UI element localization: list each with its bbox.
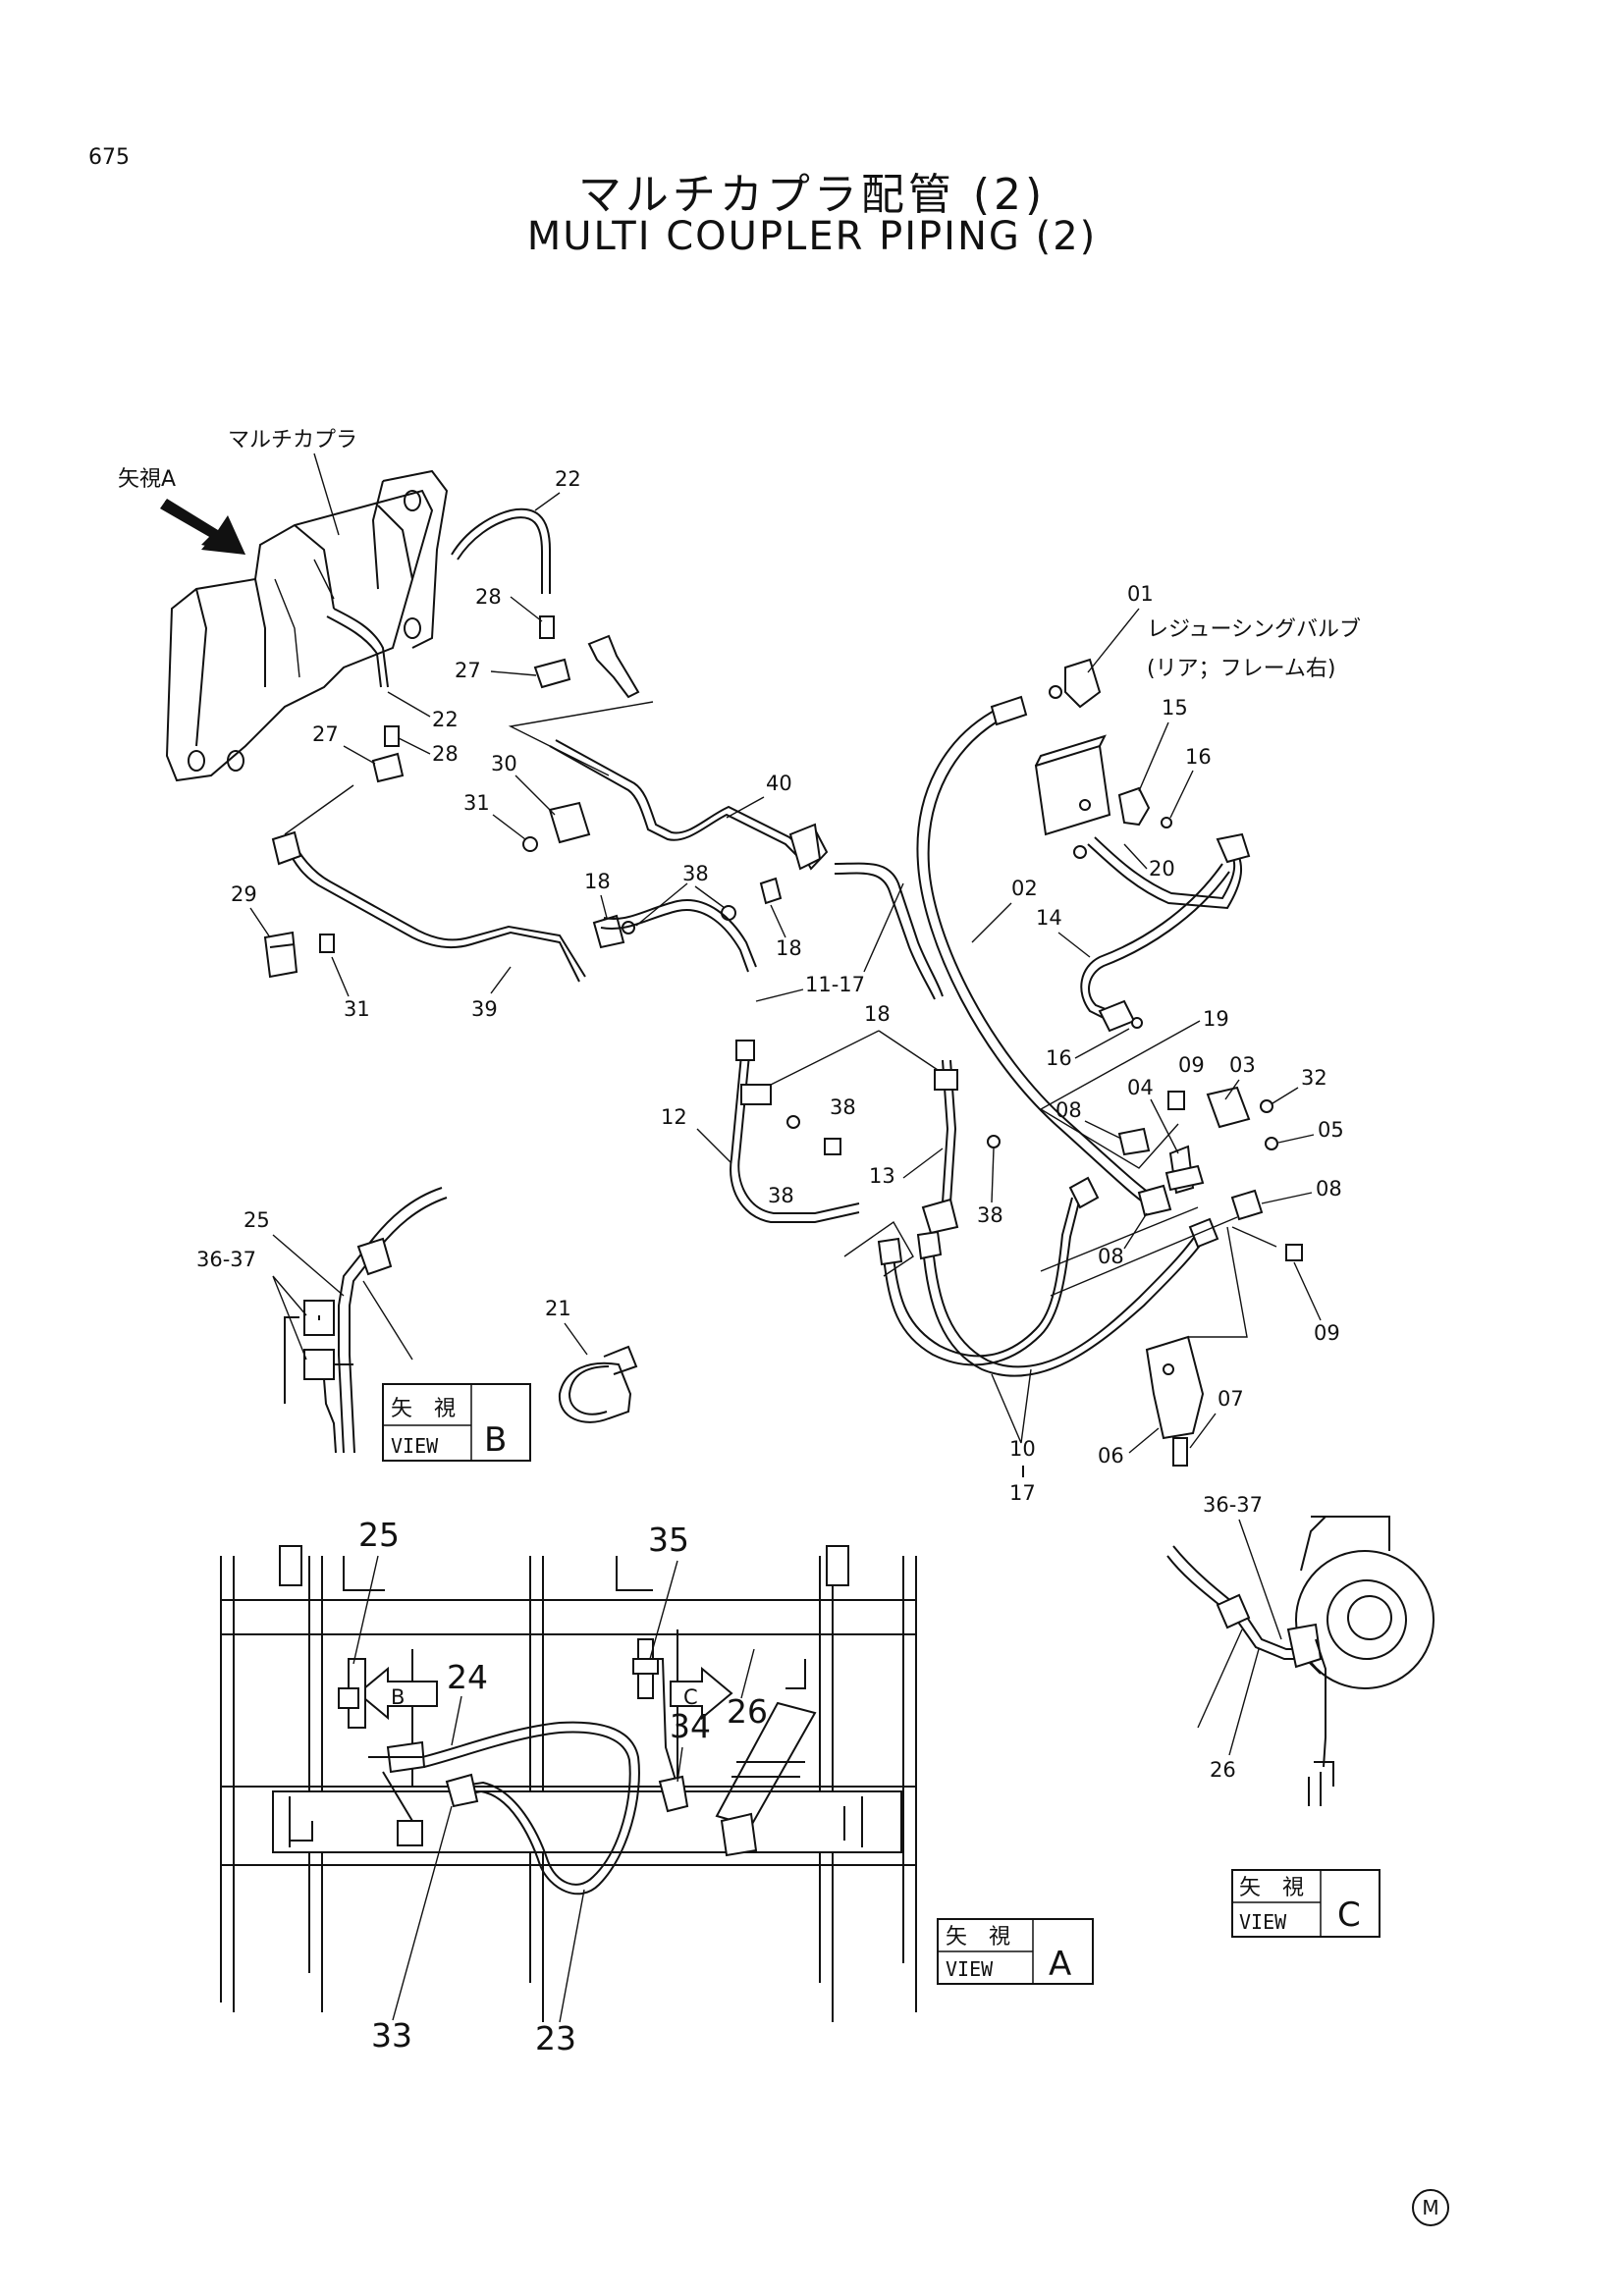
svg-text:B: B (484, 1420, 507, 1460)
callout-04: 04 (1127, 1076, 1154, 1099)
view-b-callout-25: 25 (244, 1208, 270, 1232)
svg-text:VIEW: VIEW (391, 1434, 439, 1458)
callout-18-center: 18 (864, 1002, 891, 1026)
callout-38-b: 38 (830, 1095, 856, 1119)
svg-text:VIEW: VIEW (1239, 1910, 1287, 1934)
callout-32: 32 (1301, 1066, 1327, 1090)
callout-09-top: 09 (1178, 1053, 1205, 1077)
callout-18-right: 18 (776, 936, 802, 960)
callout-14: 14 (1036, 906, 1062, 930)
reducing-valve-group: 02 01 レジューシングバルブ (リア；フレーム右) 15 16 20 14 … (916, 582, 1361, 1213)
svg-text:A: A (1049, 1945, 1071, 1984)
callout-15: 15 (1162, 696, 1188, 720)
view-a-arrow-c-label: C (683, 1685, 698, 1709)
view-a-callout-35: 35 (648, 1521, 689, 1559)
pipe-run-39-40: 39 40 29 31 30 31 18 38 18 (231, 701, 829, 1021)
hoses-11-17: 11-17 18 12 13 38 38 38 (600, 862, 1003, 1277)
view-a-callout-33: 33 (371, 2016, 412, 2055)
callout-16-top: 16 (1185, 745, 1212, 769)
multi-coupler-assembly: 矢視A マルチカプラ 22 22 28 27 28 27 (118, 428, 640, 783)
callout-29: 29 (231, 882, 257, 906)
callout-10-17: 10 (1009, 1437, 1036, 1461)
callout-27-bottom: 27 (312, 722, 339, 746)
callout-01: 01 (1127, 582, 1154, 606)
callout-31-left: 31 (344, 997, 370, 1021)
view-b-callout-36-37: 36-37 (196, 1248, 256, 1271)
view-c-callout-36-37: 36-37 (1203, 1493, 1263, 1517)
view-b-detail: 25 36-37 矢 視 VIEW B (196, 1187, 531, 1462)
callout-22-bottom: 22 (432, 708, 459, 731)
reducing-valve-label: レジューシングバルブ (1147, 617, 1361, 642)
callout-08-top: 08 (1056, 1098, 1082, 1122)
svg-text:矢 視: 矢 視 (946, 1925, 1010, 1949)
view-b-tag: 矢 視 VIEW B (382, 1383, 531, 1462)
manifold-block-group: 19 04 09 03 32 05 08 08 08 09 06 (1039, 1007, 1344, 1468)
callout-08-bottom: 08 (1098, 1245, 1124, 1268)
title-japanese: マルチカプラ配管 (2) (577, 170, 1047, 220)
page-number: 675 (88, 145, 130, 170)
callout-27-top: 27 (455, 659, 481, 682)
view-a-callout-25: 25 (358, 1516, 400, 1554)
strap-21: 21 (545, 1297, 638, 1423)
callout-09-bottom: 09 (1314, 1321, 1340, 1345)
callout-18-left: 18 (584, 870, 611, 893)
view-c-detail: 36-37 26 矢 視 VIEW C (1166, 1493, 1435, 1938)
svg-text:C: C (1337, 1896, 1361, 1935)
view-a-tag: 矢 視 VIEW A (937, 1918, 1094, 1985)
reducing-valve-location-label: (リア；フレーム右) (1147, 657, 1336, 681)
callout-17: 17 (1009, 1481, 1036, 1505)
view-a-callout-24: 24 (447, 1658, 488, 1696)
svg-text:矢 視: 矢 視 (391, 1397, 456, 1421)
callout-30: 30 (491, 752, 517, 775)
callout-28-bottom: 28 (432, 742, 459, 766)
title-english: MULTI COUPLER PIPING (2) (526, 214, 1098, 259)
callout-38-c: 38 (977, 1203, 1003, 1227)
callout-19: 19 (1203, 1007, 1229, 1031)
view-a-arrow-icon (160, 499, 245, 555)
svg-text:VIEW: VIEW (946, 1957, 994, 1981)
multi-coupler-label: マルチカプラ (228, 428, 357, 453)
callout-21: 21 (545, 1297, 571, 1320)
svg-text:矢 視: 矢 視 (1239, 1876, 1304, 1900)
callout-39: 39 (471, 997, 498, 1021)
view-a-arrow-label: 矢視A (118, 467, 176, 492)
callout-03: 03 (1229, 1053, 1256, 1077)
callout-28-top: 28 (475, 585, 502, 609)
callout-13: 13 (869, 1164, 895, 1188)
callout-08-right: 08 (1316, 1177, 1342, 1201)
view-a-callout-23: 23 (535, 2019, 576, 2057)
view-a-detail: B C 25 24 35 34 26 33 2 (220, 1516, 1094, 2057)
callout-38-top: 38 (682, 862, 709, 885)
callout-16-bottom: 16 (1046, 1046, 1072, 1070)
callout-12: 12 (661, 1105, 687, 1129)
callout-20: 20 (1149, 857, 1175, 881)
callout-11-17: 11-17 (805, 973, 865, 996)
callout-31-right: 31 (463, 791, 490, 815)
callout-40: 40 (766, 772, 792, 795)
manufacturer-mark: M (1412, 2189, 1449, 2226)
view-a-arrow-b-label: B (391, 1685, 405, 1709)
callout-05: 05 (1318, 1118, 1344, 1142)
hoses-10-17: 10 17 (877, 1176, 1238, 1505)
callout-07: 07 (1218, 1387, 1244, 1411)
view-a-callout-26: 26 (727, 1692, 768, 1731)
view-a-callout-34: 34 (670, 1707, 711, 1745)
callout-06: 06 (1098, 1444, 1124, 1468)
callout-02: 02 (1011, 877, 1038, 900)
view-c-tag: 矢 視 VIEW C (1231, 1869, 1380, 1938)
callout-22-top: 22 (555, 467, 581, 491)
callout-38-a: 38 (768, 1184, 794, 1207)
view-c-callout-26: 26 (1210, 1758, 1236, 1782)
